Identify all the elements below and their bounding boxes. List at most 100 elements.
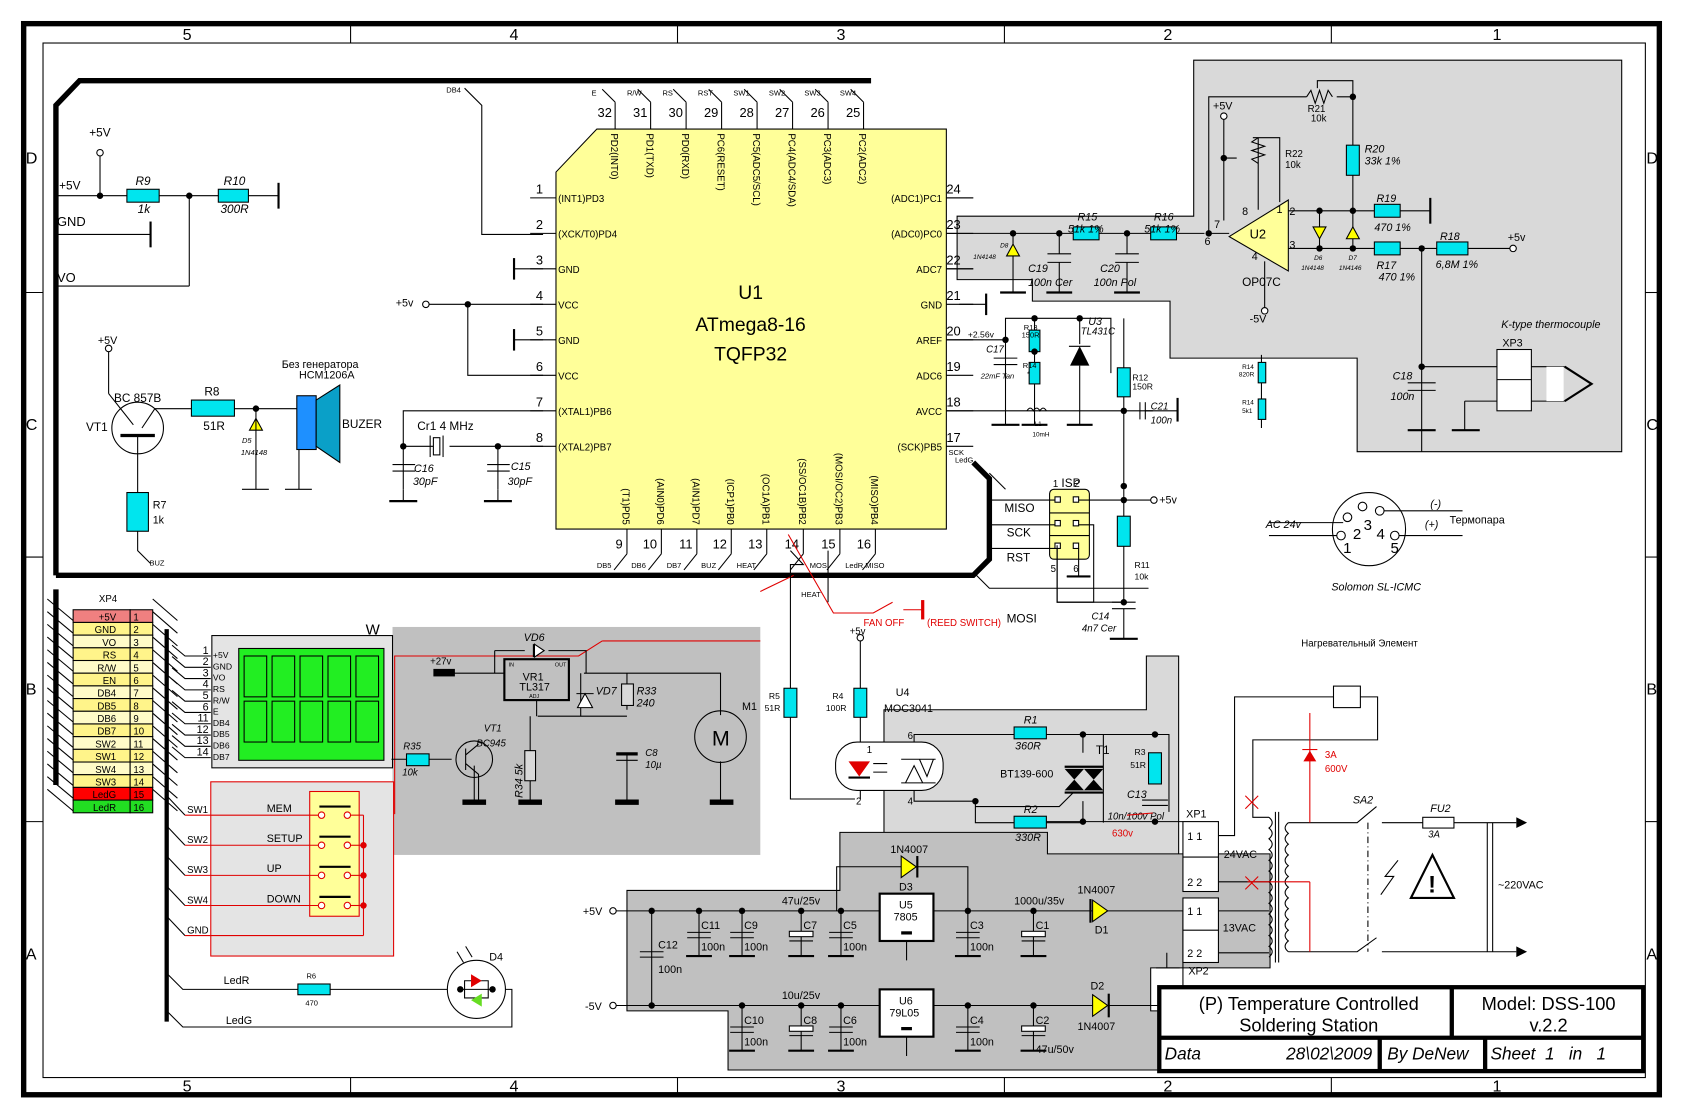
r4-value: 100R bbox=[826, 703, 847, 713]
c19-value: 100n Cer bbox=[1028, 277, 1073, 289]
u4-pin: 6 bbox=[908, 731, 913, 742]
button-net-label: SW1 bbox=[187, 805, 208, 816]
hatch-line bbox=[46, 598, 74, 621]
hatch-line bbox=[46, 623, 74, 647]
c21-value: 100n bbox=[1151, 416, 1172, 427]
row-label: C bbox=[26, 416, 38, 434]
mcu-pin-name: (T1)PD5 bbox=[620, 488, 631, 525]
pin-label: 6 bbox=[1204, 236, 1210, 248]
r19-ref: R19 bbox=[1377, 193, 1397, 205]
mcu-pin-name: (SS/OC1B)PB2 bbox=[796, 458, 807, 525]
hatch-line bbox=[46, 788, 74, 812]
button-label[interactable]: MEM bbox=[267, 803, 292, 815]
thermocouple-amplifier: U2 OP07C +5V -5V R21 10k R22 10k R20 33k… bbox=[946, 80, 1600, 452]
pin-label: 4 bbox=[1252, 251, 1258, 263]
lcd-pin-number: 14 bbox=[197, 746, 209, 758]
u4-part: MOC3041 bbox=[884, 703, 933, 715]
xp4-pin-number: 11 bbox=[133, 739, 143, 750]
mcu-pin-number: 5 bbox=[536, 324, 543, 339]
lcd-char-cell bbox=[299, 655, 324, 698]
vr1-part: TL317 bbox=[519, 681, 550, 693]
net-label: +5V bbox=[1213, 101, 1233, 113]
button-label[interactable]: DOWN bbox=[267, 893, 301, 905]
r6-ref: R6 bbox=[306, 972, 316, 981]
mcu-pin-name: (XTAL2)PB7 bbox=[558, 443, 612, 454]
r21-ref: R21 bbox=[1308, 104, 1326, 115]
din-pin: 3 bbox=[1364, 517, 1372, 534]
lcd-pin-number: 12 bbox=[197, 724, 209, 736]
isp-col1: 1 bbox=[1053, 479, 1058, 490]
t1-ref: T1 bbox=[1096, 743, 1110, 757]
model: Model: DSS-100 bbox=[1482, 993, 1616, 1014]
mcu-pin-name: (AIN0)PD6 bbox=[654, 478, 665, 525]
hatch-line bbox=[152, 712, 178, 736]
cap-ref: C6 bbox=[843, 1015, 857, 1027]
d7-ref: D7 bbox=[1349, 255, 1358, 262]
xp4-pin-number: 3 bbox=[133, 638, 138, 649]
cap-plate bbox=[1021, 1025, 1046, 1032]
row-label: D bbox=[26, 149, 38, 167]
r22-value: 10k bbox=[1285, 160, 1301, 171]
bus-stub bbox=[166, 885, 186, 906]
hatch-line bbox=[46, 687, 74, 710]
mcu-pin-name: (ADC1)PC1 bbox=[891, 194, 942, 205]
row-label: A bbox=[26, 945, 37, 963]
xp4-num-cell bbox=[129, 799, 154, 814]
mcu-net-label: RS bbox=[662, 89, 672, 98]
u2-part: OP07C bbox=[1242, 275, 1281, 289]
r13-value: 150R bbox=[1022, 331, 1041, 340]
r18-value: 6,8M 1% bbox=[1436, 259, 1479, 271]
cap-ref: C12 bbox=[658, 940, 678, 952]
u3-ref: U3 bbox=[1088, 316, 1102, 328]
r11-ref: R11 bbox=[1135, 560, 1150, 570]
lcd-char-cell bbox=[243, 700, 268, 743]
cap-ref: C5 bbox=[843, 920, 857, 932]
voltage-reference: +2.56v C17 22mF Tan R13 150R R14 * U3 TL… bbox=[946, 315, 1267, 640]
hatch-line bbox=[152, 788, 178, 812]
cap-ref: C11 bbox=[701, 920, 720, 932]
c15-value: 30pF bbox=[508, 476, 534, 488]
fan-off-label: FAN OFF bbox=[864, 618, 905, 629]
lcd-pin-wire bbox=[171, 689, 211, 702]
lcd-pin-name: DB4 bbox=[213, 718, 230, 728]
cap-value: 100n bbox=[701, 942, 725, 954]
col-label: 5 bbox=[183, 1078, 192, 1096]
r17-ref: R17 bbox=[1377, 260, 1398, 272]
aref-net: +2.56v bbox=[968, 330, 995, 340]
net-label: BUZ bbox=[149, 559, 164, 568]
button-label[interactable]: UP bbox=[267, 863, 282, 875]
u4-pin: 2 bbox=[856, 796, 861, 807]
cap-ref: C1 bbox=[1036, 920, 1050, 932]
plus-label: (+) bbox=[1425, 519, 1438, 531]
net-stub bbox=[613, 553, 628, 571]
mcu-net-label: E bbox=[591, 89, 596, 98]
psu-minus5: -5V bbox=[585, 1001, 603, 1013]
cap-value: 47u/25v bbox=[782, 895, 821, 907]
xp4-pin-name: SW3 bbox=[95, 777, 116, 788]
r9-ref: R9 bbox=[136, 174, 152, 188]
col-label: 2 bbox=[1163, 26, 1172, 44]
c18-value: 100n bbox=[1390, 391, 1414, 403]
button-label[interactable]: SETUP bbox=[267, 833, 303, 845]
lcd-pin-wire bbox=[171, 701, 211, 713]
net-stub bbox=[862, 553, 876, 571]
r6-value: 470 bbox=[305, 998, 318, 1007]
din-connector: 1 2 3 4 5 AC 24v (-) (+) Термопара Solom… bbox=[1265, 491, 1505, 593]
row-label: B bbox=[26, 681, 37, 699]
hatch-line bbox=[152, 611, 178, 634]
vt1-ref: VT1 bbox=[86, 420, 108, 434]
date-value: 28\02\2009 bbox=[1285, 1043, 1372, 1063]
mcu-pin-name: GND bbox=[558, 336, 579, 347]
net-label: -5V bbox=[1250, 314, 1268, 326]
mcu-pin-number: 12 bbox=[713, 536, 727, 551]
mcu-pin-name: PC6(RESET) bbox=[714, 133, 725, 190]
fan-vt1-ref: VT1 bbox=[484, 723, 502, 734]
diode-note-current: 3A bbox=[1325, 750, 1337, 761]
mcu-pin-name: PC5(ADC5/SCL) bbox=[750, 133, 761, 205]
xp1-ref: XP1 bbox=[1186, 808, 1206, 820]
isp-row-label: MISO bbox=[1004, 501, 1034, 515]
xp4-pin-name: LedG bbox=[93, 790, 117, 801]
d7-value: 1N4146 bbox=[1339, 265, 1362, 272]
